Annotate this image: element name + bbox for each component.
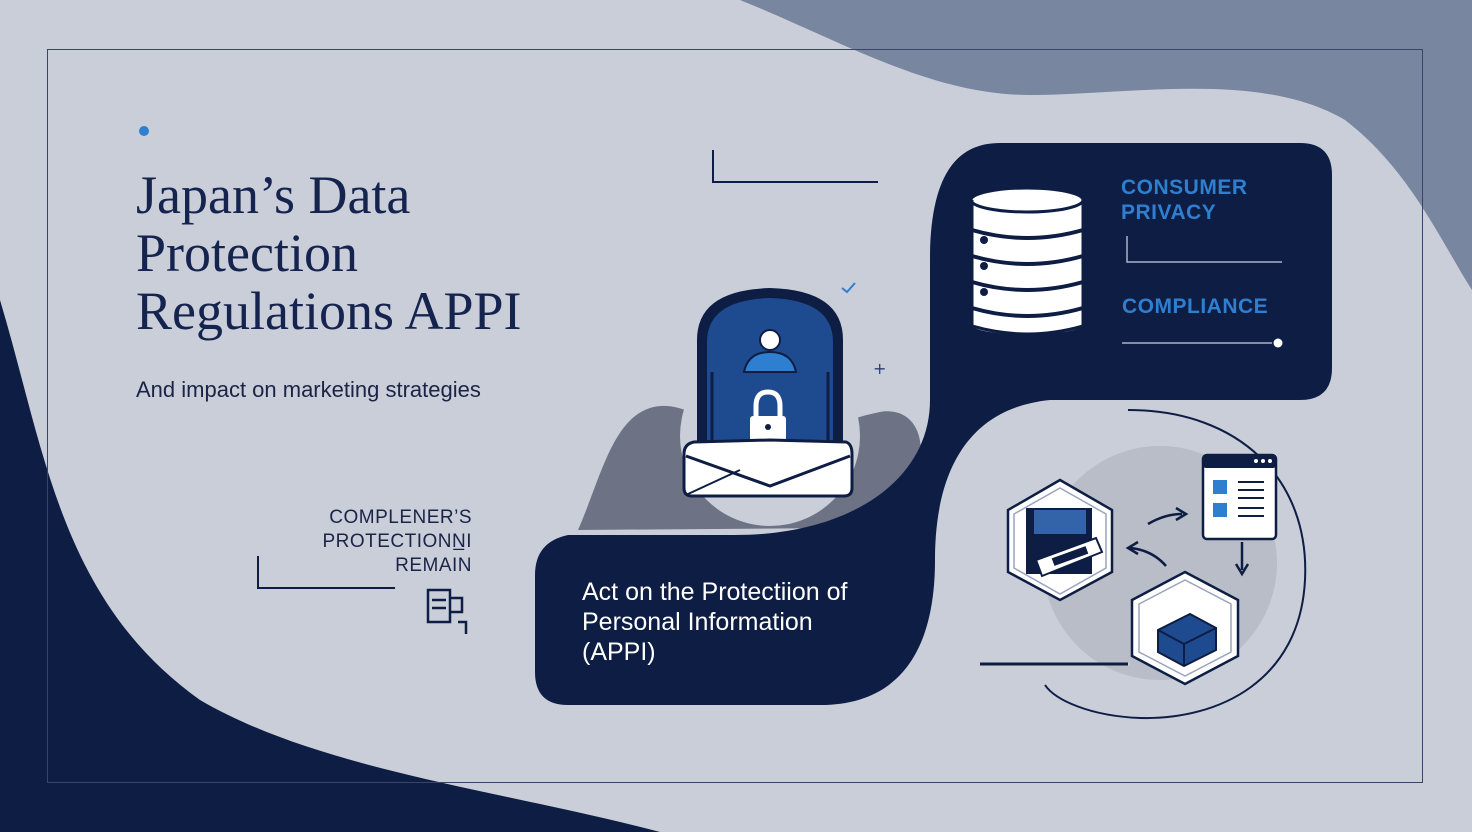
side-note: COMPLENER’S PROTECTIONN̲I REMAIN	[260, 506, 472, 578]
content-frame	[47, 49, 1423, 783]
consumer-label-line-2: PRIVACY	[1121, 201, 1217, 224]
cycle-ring	[1044, 409, 1307, 720]
consumer-privacy-label: CONSUMER PRIVACY	[1121, 175, 1248, 225]
arrow-icon	[1125, 506, 1250, 577]
package-icon	[1130, 570, 1240, 686]
envelope-icon	[682, 438, 854, 498]
decor-dot-compliance	[1273, 338, 1283, 348]
browser-window-icon	[1201, 453, 1278, 541]
compliance-label: COMPLIANCE	[1122, 295, 1269, 318]
subtitle: And impact on marketing strategies	[136, 377, 481, 402]
person-icon	[742, 329, 798, 373]
navy-panel	[535, 143, 1332, 705]
act-line-1: Act on the Protectiion of	[582, 578, 848, 606]
decor-line-left	[257, 556, 395, 589]
database-icon	[969, 186, 1085, 338]
side-note-line-2: PROTECTIONN̲I	[322, 531, 472, 552]
title-line-1: Japan’s Data	[136, 165, 411, 225]
title-line-2: Protection	[136, 223, 358, 283]
decor-line-top	[712, 150, 878, 183]
side-note-line-3: REMAIN	[395, 555, 472, 576]
act-caption: Act on the Protectiion of Personal Infor…	[582, 577, 922, 667]
sparkle-check	[841, 282, 856, 294]
act-line-3: (APPI)	[582, 638, 656, 666]
consumer-label-line-1: CONSUMER	[1121, 176, 1248, 199]
side-note-line-1: COMPLENER’S	[329, 507, 472, 528]
decor-line-consumer	[1126, 236, 1282, 263]
server-box-icon	[1006, 478, 1114, 602]
document-icon	[426, 588, 468, 634]
bullet-dot	[139, 126, 149, 136]
top-right-wave	[740, 0, 1472, 290]
act-line-2: Personal Information	[582, 608, 813, 636]
lock-icon	[750, 389, 786, 442]
sparkle-plus: +	[873, 359, 886, 378]
bottom-left-wave	[0, 300, 660, 832]
page-title: Japan’s Data Protection Regulations APPI	[136, 166, 656, 340]
title-line-3: Regulations APPI	[136, 281, 522, 341]
